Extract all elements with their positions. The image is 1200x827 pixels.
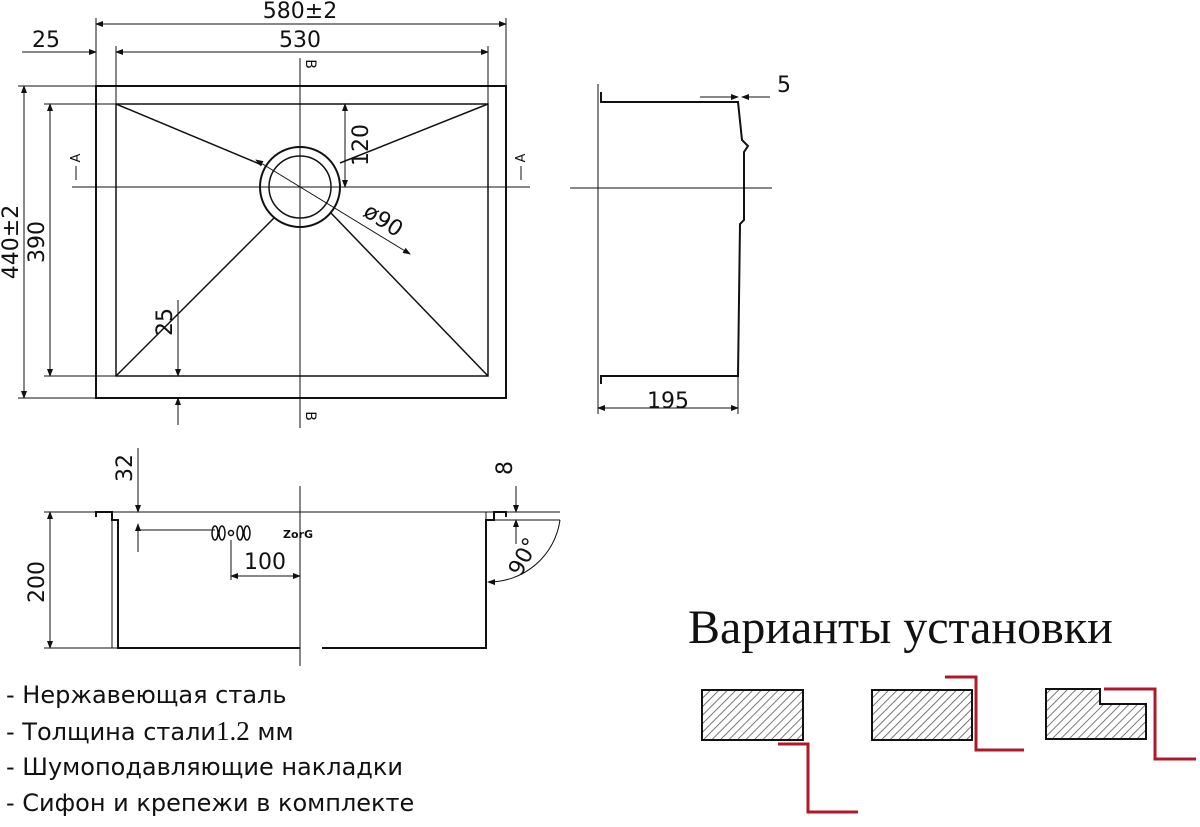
inner-bowl: [115, 103, 489, 377]
side-profile: [600, 92, 750, 384]
front-view: [44, 448, 561, 666]
dim-rim-depth: 32: [113, 454, 138, 482]
section-a-left: A: [69, 153, 84, 162]
spec-thickness-value: 1.2: [216, 715, 250, 746]
section-a-right: A: [514, 153, 529, 162]
spec-list: - Нержавеющая сталь - Толщина стали1.2 м…: [6, 678, 414, 821]
dim-drain-diameter: ø90: [359, 199, 407, 243]
dim-inner-depth: 390: [25, 221, 50, 263]
dim-overflow-offset: 100: [244, 550, 286, 575]
spec-thickness-label: - Толщина стали: [6, 717, 217, 746]
dim-angle: 90°: [504, 534, 544, 580]
dim-overall-depth: 440±2: [0, 205, 24, 279]
top-view: [18, 18, 530, 428]
brand-logo: ZorG: [283, 528, 313, 541]
dim-bottom-rim: 25: [153, 308, 178, 336]
install-variants-title: Варианты установки: [688, 601, 1113, 654]
dim-side-rim: 5: [777, 73, 791, 98]
spec-thickness-unit: мм: [249, 717, 294, 746]
spec-item-material: - Нержавеющая сталь: [6, 681, 287, 709]
section-b-bottom: B: [302, 411, 318, 421]
dim-drain-offset: 120: [349, 124, 374, 166]
spec-item-thickness: - Толщина стали1.2 мм: [6, 714, 414, 751]
outer-rim: [95, 85, 507, 399]
spec-item-kit: - Сифон и крепежи в комплекте: [6, 788, 415, 817]
side-view: [570, 84, 772, 414]
top-view-labels: 580±2 530 25 440±2 390 120 ø90 25 A A B …: [0, 0, 529, 421]
install-variant-recessed: [1045, 687, 1196, 761]
dim-height: 200: [25, 561, 50, 603]
install-variant-undermount: [701, 689, 858, 814]
dim-rim-offset: 25: [32, 28, 60, 53]
install-variant-flush: [871, 675, 1024, 752]
front-view-labels: 32 8 200 100 90° ZorG: [25, 454, 544, 603]
dim-overall-width: 580±2: [263, 0, 337, 24]
section-b-top: B: [302, 59, 318, 69]
dim-inner-width: 530: [279, 28, 321, 53]
spec-item-noise-pads: - Шумоподавляющие накладки: [6, 753, 403, 781]
dim-side-depth: 195: [647, 389, 689, 414]
side-view-labels: 5 195: [647, 73, 791, 414]
dim-flange: 8: [493, 461, 518, 475]
